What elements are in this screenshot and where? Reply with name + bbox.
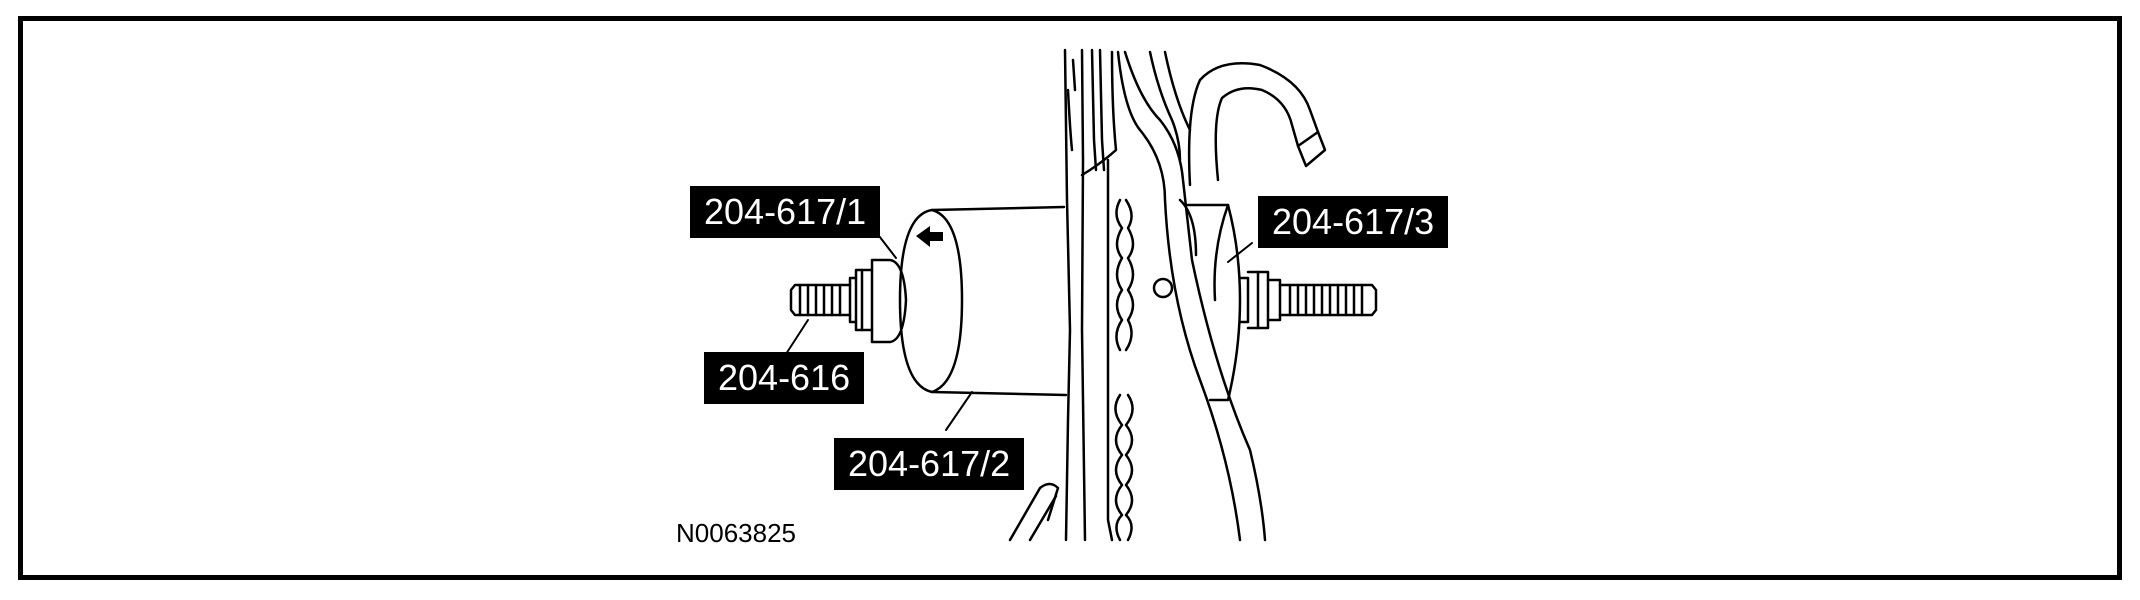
left-nut xyxy=(848,258,908,344)
figure-id: N0063825 xyxy=(676,518,796,548)
adapter-cylinder xyxy=(898,205,1068,397)
right-nut xyxy=(1238,270,1282,330)
callout-204-617-3: 204-617/3 xyxy=(1258,196,1449,248)
arrow-icon xyxy=(916,226,943,247)
callout-204-617-2: 204-617/2 xyxy=(834,438,1025,490)
body-panel xyxy=(1008,48,1267,542)
callout-204-616: 204-616 xyxy=(704,352,865,404)
threaded-rod-right xyxy=(1278,283,1378,317)
threaded-rod-left xyxy=(789,283,852,317)
hole xyxy=(1152,277,1174,299)
hose xyxy=(1187,62,1327,187)
right-cup xyxy=(1178,198,1242,402)
leader-lines xyxy=(785,231,1253,431)
callout-204-617-1: 204-617/1 xyxy=(690,186,881,238)
